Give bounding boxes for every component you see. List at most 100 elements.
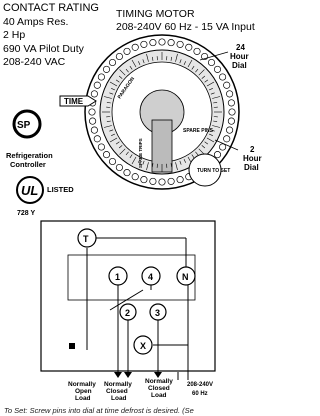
terminal-2-label: 2 [125,308,130,318]
time-label: TIME [64,97,84,106]
dial-tick [206,137,215,143]
dial-pin-hole [93,81,101,89]
dial-pin-hole [140,40,148,48]
dial-tick [201,75,206,79]
terminal-t [77,228,97,248]
dial-pin-hole [193,47,201,55]
dial-pin-hole [108,157,117,166]
contact-rating-line: 690 VA Pilot Duty [3,42,84,55]
timing-motor-spec: 208-240V 60 Hz - 15 VA Input [116,21,255,33]
dial-pin-hole [102,151,111,159]
dial-pin-hole [167,39,175,47]
dial-pin-hole [131,173,139,181]
dial-pin-hole [227,99,235,107]
dial-tick [175,162,178,171]
contact-rating-line: 208-240 VAC [3,56,66,68]
dial-tick [109,137,118,143]
dial-tick [119,148,126,155]
supply-voltage-label: 208-240V [187,382,213,388]
dial-tick [204,79,209,83]
ground-marker [69,343,75,349]
dial-tick [131,59,137,68]
dial-pin-hole [108,58,117,67]
dial-tick [138,61,141,66]
timer-diagram: PARAGON SPARE PINS SPARE TRIPS TIME TURN… [6,34,262,402]
dial-tick [125,68,129,73]
dial-tick [198,148,205,155]
terminal-4 [141,266,161,286]
listed-label: LISTED [47,185,74,194]
load-nc2-line3: Load [151,392,167,399]
dial-pin-hole [176,40,184,48]
dial-tick [118,75,123,79]
dial-pin-hole [158,38,166,46]
dial-tick [109,92,114,95]
load-nc-line1: Normally [104,381,132,388]
dial-pin-hole [158,178,166,186]
dial-pin-hole [219,143,227,151]
dial-tick [183,158,186,163]
dial-tick [142,59,145,64]
dial-tick [142,160,145,165]
switch-contact [109,289,144,311]
dial-2-hour-label: Hour [243,154,262,163]
csa-logo-ring [12,109,42,139]
terminal-x-label: X [140,341,146,351]
dial-tick [111,88,116,91]
timer-dial: PARAGON SPARE PINS SPARE TRIPS TIME TURN… [59,34,240,190]
dial-tick [206,81,215,87]
dial-tick [115,141,120,145]
dial-pin-hole [115,52,123,61]
dial-tick [208,133,213,136]
dial-pin-hole [227,117,235,125]
load-nc2-line2: Closed [148,385,170,392]
dial-pin-hole [213,65,222,73]
contact-rating-line: 40 Amps Res. [3,15,69,28]
load-arrow-2 [124,372,132,378]
dial-pin-hole [97,73,105,81]
dial-pin-hole [97,143,105,151]
turn-to-set-knob[interactable] [188,153,222,187]
dial-pin-hole [149,177,157,185]
dial-pin-hole [226,126,234,134]
terminal-2 [119,303,137,321]
time-arrow [59,95,97,107]
dial-tick [106,120,111,122]
dial-pin-hole [207,58,216,67]
timing-motor-block: TIMING MOTOR 208-240V 60 Hz - 15 VA Inpu… [116,8,255,34]
dial-tick [129,65,133,70]
contact-rating-title: CONTACT RATING [3,2,99,14]
dial-tick [175,53,178,62]
turn-to-set-label: TURN TO SET [197,168,230,174]
dial-pin-hole [185,43,193,51]
terminal-n-label: N [182,272,189,282]
leader-24h [199,51,229,61]
dial-tick [170,163,172,168]
dial-pin-hole [226,90,234,98]
dial-tick [109,81,118,87]
load-no-line1: Normally [68,381,96,388]
dial-ticks [102,52,222,172]
dial-pin-hole [89,117,97,125]
csa-logo: SP [12,109,42,139]
dial-24-dial-label: Dial [232,61,247,70]
dial-pin-hole [149,39,157,47]
dial-tick [187,59,193,68]
dial-tick [118,145,123,149]
dial-pin-hole [93,135,101,143]
dial-tick [191,65,195,70]
dial-24-label: 24 [236,43,245,52]
dial-pin-hole [90,126,98,134]
dial-tick [138,158,141,163]
terminal-4-label: 4 [148,272,153,282]
dial-tick [152,56,154,61]
load-arrow-3 [154,372,162,378]
timing-motor-title: TIMING MOTOR [116,8,195,20]
dial-pin-hole [115,163,123,172]
dial-tick [146,53,149,62]
ul-logo-ring [16,176,44,204]
dial-pin-hole [123,47,131,55]
dial-tick [146,162,149,171]
model-label: 728 Y [17,210,35,217]
dial-pin-hole [131,43,139,51]
